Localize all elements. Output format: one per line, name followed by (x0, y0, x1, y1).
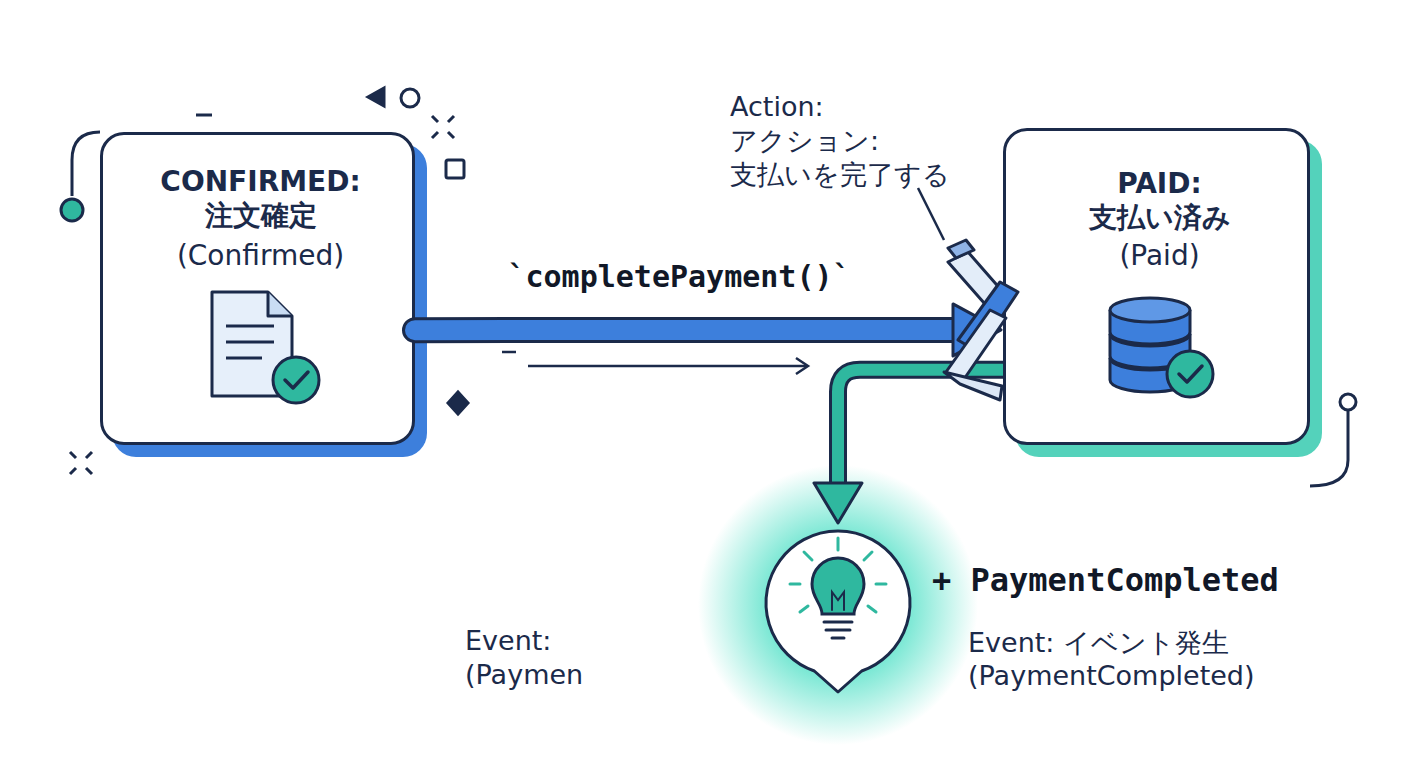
event-description: Event: イベント発生 (PaymentCompleted) (968, 627, 1298, 693)
ornament-dot (1340, 394, 1356, 410)
lightbulb-icon (790, 538, 886, 638)
ornament (70, 88, 1348, 486)
decor-arrowhead (796, 358, 808, 374)
state-subtitle: (Paid) (1026, 239, 1293, 273)
ornament-dot (61, 199, 83, 221)
bubble-outline (762, 527, 914, 695)
event-bubble: + PaymentCompletedEvent: イベント発生 (Payment… (762, 527, 914, 695)
database-icon (1110, 298, 1213, 397)
event-glow (698, 465, 978, 745)
document-icon (212, 292, 319, 403)
bubble-shape (766, 531, 910, 692)
decor-dash (502, 351, 516, 354)
leader-line (918, 188, 944, 240)
event-note: Event: (Paymen (465, 624, 615, 692)
state-heading: CONFIRMED: 注文確定 (133, 165, 388, 233)
edge-label: `completePayment()` (507, 258, 850, 296)
action-note: Action: アクション: 支払いを完了する (730, 90, 970, 191)
state-box: PAID: 支払い済み (Paid) (1003, 128, 1310, 445)
event-arrow (814, 370, 1003, 523)
transition-gate (944, 240, 1018, 400)
event-name: + PaymentCompleted (932, 561, 1352, 600)
decor-arrow (528, 365, 806, 368)
state-subtitle: (Confirmed) (123, 239, 398, 273)
transition-arrow (415, 304, 1001, 356)
state-heading: PAID: 支払い済み (1046, 167, 1273, 235)
state-box: CONFIRMED: 注文確定 (Confirmed) (100, 132, 415, 445)
